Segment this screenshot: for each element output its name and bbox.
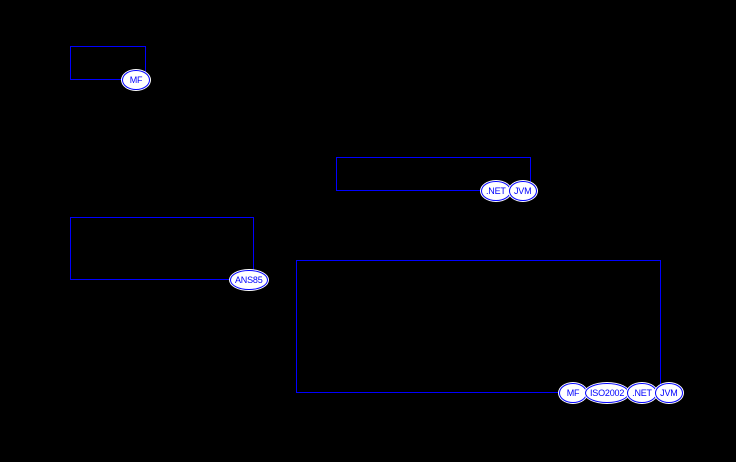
diagram-node[interactable] bbox=[296, 260, 661, 393]
dialect-badge[interactable]: JVM bbox=[654, 383, 683, 403]
dialect-badge[interactable]: .NET bbox=[481, 181, 511, 201]
dialect-badge[interactable]: MF bbox=[559, 383, 587, 403]
diagram-node[interactable] bbox=[336, 157, 531, 191]
dialect-badge[interactable]: MF bbox=[122, 70, 150, 90]
dialect-badge[interactable]: JVM bbox=[508, 181, 537, 201]
diagram-node[interactable] bbox=[70, 217, 254, 280]
node-badge-group: ANS85 bbox=[230, 270, 268, 290]
dialect-badge[interactable]: ANS85 bbox=[230, 270, 268, 290]
diagram-node[interactable] bbox=[70, 46, 146, 80]
node-badge-group: MF bbox=[122, 70, 150, 90]
dialect-badge[interactable]: ISO2002 bbox=[585, 383, 630, 403]
dialect-badge[interactable]: .NET bbox=[627, 383, 657, 403]
